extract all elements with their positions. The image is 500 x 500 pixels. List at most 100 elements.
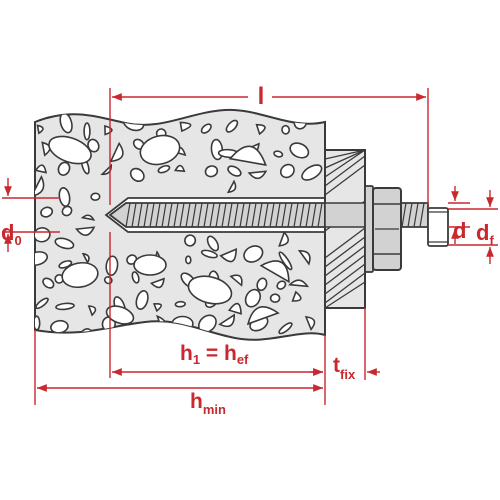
thread-line (287, 202, 293, 228)
label-df-main: d (476, 220, 489, 245)
aggregate-stone (131, 271, 140, 284)
dimension-lines (2, 88, 498, 405)
thread-line (419, 202, 425, 228)
aggregate-stone (273, 150, 284, 158)
thread-line (269, 202, 275, 228)
aggregate-stone (229, 274, 243, 287)
aggregate-stone (184, 255, 192, 265)
thread-line (251, 202, 257, 228)
thread-line (209, 202, 215, 228)
thread-line (293, 202, 299, 228)
aggregate-stone (36, 124, 44, 135)
label-hmin-main: h (190, 390, 203, 413)
aggregate-stone (289, 142, 310, 159)
thread-line (317, 202, 323, 228)
thread-line (299, 202, 305, 228)
aggregate-stone (301, 164, 323, 181)
aggregate-stone (204, 165, 219, 178)
aggregate-stone (187, 275, 233, 305)
aggregate-stone (75, 226, 96, 237)
thread-line (155, 202, 161, 228)
aggregate-stone (174, 300, 186, 308)
aggregate-stone (152, 302, 162, 313)
aggregate-stone (200, 249, 218, 259)
aggregate-stone (100, 163, 113, 176)
aggregate-stone (105, 305, 135, 325)
label-l: l (258, 83, 265, 110)
aggregate-stone (243, 245, 264, 263)
hatch-line (324, 245, 366, 277)
aggregate-stone (42, 277, 55, 289)
aggregate-stone (278, 230, 290, 247)
aggregate-stone (48, 135, 92, 165)
thread-line (191, 202, 197, 228)
hatch-line (324, 263, 366, 295)
label-tfix-sub: fix (340, 367, 356, 382)
aggregate-stone (304, 315, 316, 331)
thread-line (167, 202, 173, 228)
aggregate-stone (57, 161, 71, 176)
label-hmin-sub: min (203, 402, 226, 417)
aggregate-stone (218, 313, 236, 328)
thread-line (401, 202, 407, 228)
aggregate-stone (171, 315, 194, 332)
aggregate-stone (206, 235, 220, 252)
aggregate-stone (35, 251, 49, 266)
hatch-line (324, 227, 366, 259)
aggregate-stone (281, 124, 291, 135)
aggregate-stone (80, 214, 96, 221)
thread-line (143, 202, 149, 228)
thread-line (137, 202, 143, 228)
aggregate-stone (132, 324, 152, 339)
aggregate-stone (291, 290, 302, 302)
label-d0-main: d (1, 220, 14, 245)
aggregate-stone (219, 247, 237, 263)
aggregate-stone (246, 305, 280, 326)
thread-line (185, 202, 191, 228)
aggregate-stone (226, 179, 237, 194)
thread-line (233, 202, 239, 228)
aggregate-stone (259, 260, 290, 284)
aggregate-stone (278, 322, 293, 335)
thread-line (173, 202, 179, 228)
hatch-line (324, 155, 366, 187)
aggregate-stone (256, 277, 268, 292)
thread-line (215, 202, 221, 228)
aggregate-stone (255, 123, 266, 136)
aggregate-stone (227, 165, 242, 177)
aggregate-stone (105, 255, 119, 276)
aggregate-stone (55, 302, 75, 311)
thread-line (179, 202, 185, 228)
hatch-line (324, 164, 366, 196)
thread-line (275, 202, 281, 228)
aggregate-stone (278, 251, 293, 271)
aggregate-stone (200, 123, 212, 134)
thread-line (245, 202, 251, 228)
label-d0-sub: 0 (14, 233, 21, 248)
label-h1-main: h (180, 342, 193, 365)
thread-line (407, 202, 413, 228)
thread-line (239, 202, 245, 228)
washer (364, 185, 374, 273)
hatch-line (324, 236, 366, 268)
thread-line (413, 202, 419, 228)
aggregate-stone (54, 237, 75, 250)
aggregate-stone (227, 302, 242, 315)
aggregate-stone (61, 261, 99, 289)
label-equals-h: = h (200, 342, 237, 365)
aggregate-stone (35, 175, 45, 198)
label-d0: d0 (1, 220, 22, 248)
aggregate-stone (225, 119, 239, 133)
aggregate-stone (135, 290, 149, 310)
label-hef-sub: ef (237, 352, 249, 367)
label-h1-sub: 1 (193, 352, 200, 367)
thread-line (161, 202, 167, 228)
hatch-line (324, 254, 366, 286)
hatch-line (324, 149, 366, 160)
label-hmin: hmin (190, 390, 226, 417)
aggregate-stone (269, 293, 281, 304)
thread-line (149, 202, 155, 228)
thread-line (125, 202, 131, 228)
aggregate-stone (35, 297, 49, 310)
